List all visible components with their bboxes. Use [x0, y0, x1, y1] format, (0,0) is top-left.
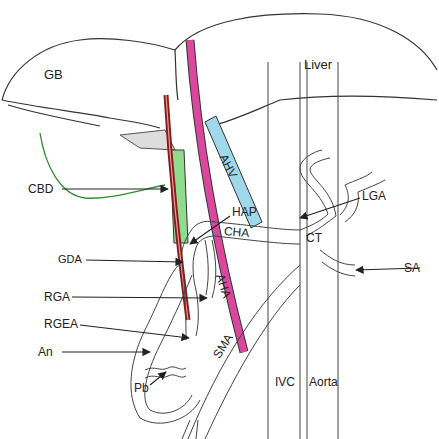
part-label: LGA: [362, 190, 386, 202]
part-label: RGEA: [44, 318, 78, 330]
part-label: SMA: [211, 332, 235, 360]
part-label: RGA: [44, 291, 70, 303]
liver-outline: [2, 14, 437, 128]
accessory-artery: [190, 40, 244, 352]
artery-core: [166, 95, 188, 320]
part-label: IVC: [275, 376, 295, 388]
part-label: HAP: [232, 206, 257, 218]
part-label: Liver: [304, 58, 332, 71]
part-label: Pb: [134, 382, 149, 394]
part-label: An: [38, 346, 53, 358]
vessel-lines: [268, 62, 338, 439]
part-label: Aorta: [309, 376, 338, 388]
part-label: CHA: [224, 225, 250, 239]
arterial-tree: [131, 150, 385, 439]
part-label: GB: [44, 68, 63, 81]
leader-arrows: [62, 189, 420, 385]
part-label: SA: [404, 262, 420, 274]
artery: [166, 95, 188, 320]
part-label: AHV: [217, 152, 239, 179]
part-label: GDA: [58, 254, 82, 265]
part-label: CT: [306, 232, 322, 244]
part-label: CBD: [28, 183, 53, 195]
